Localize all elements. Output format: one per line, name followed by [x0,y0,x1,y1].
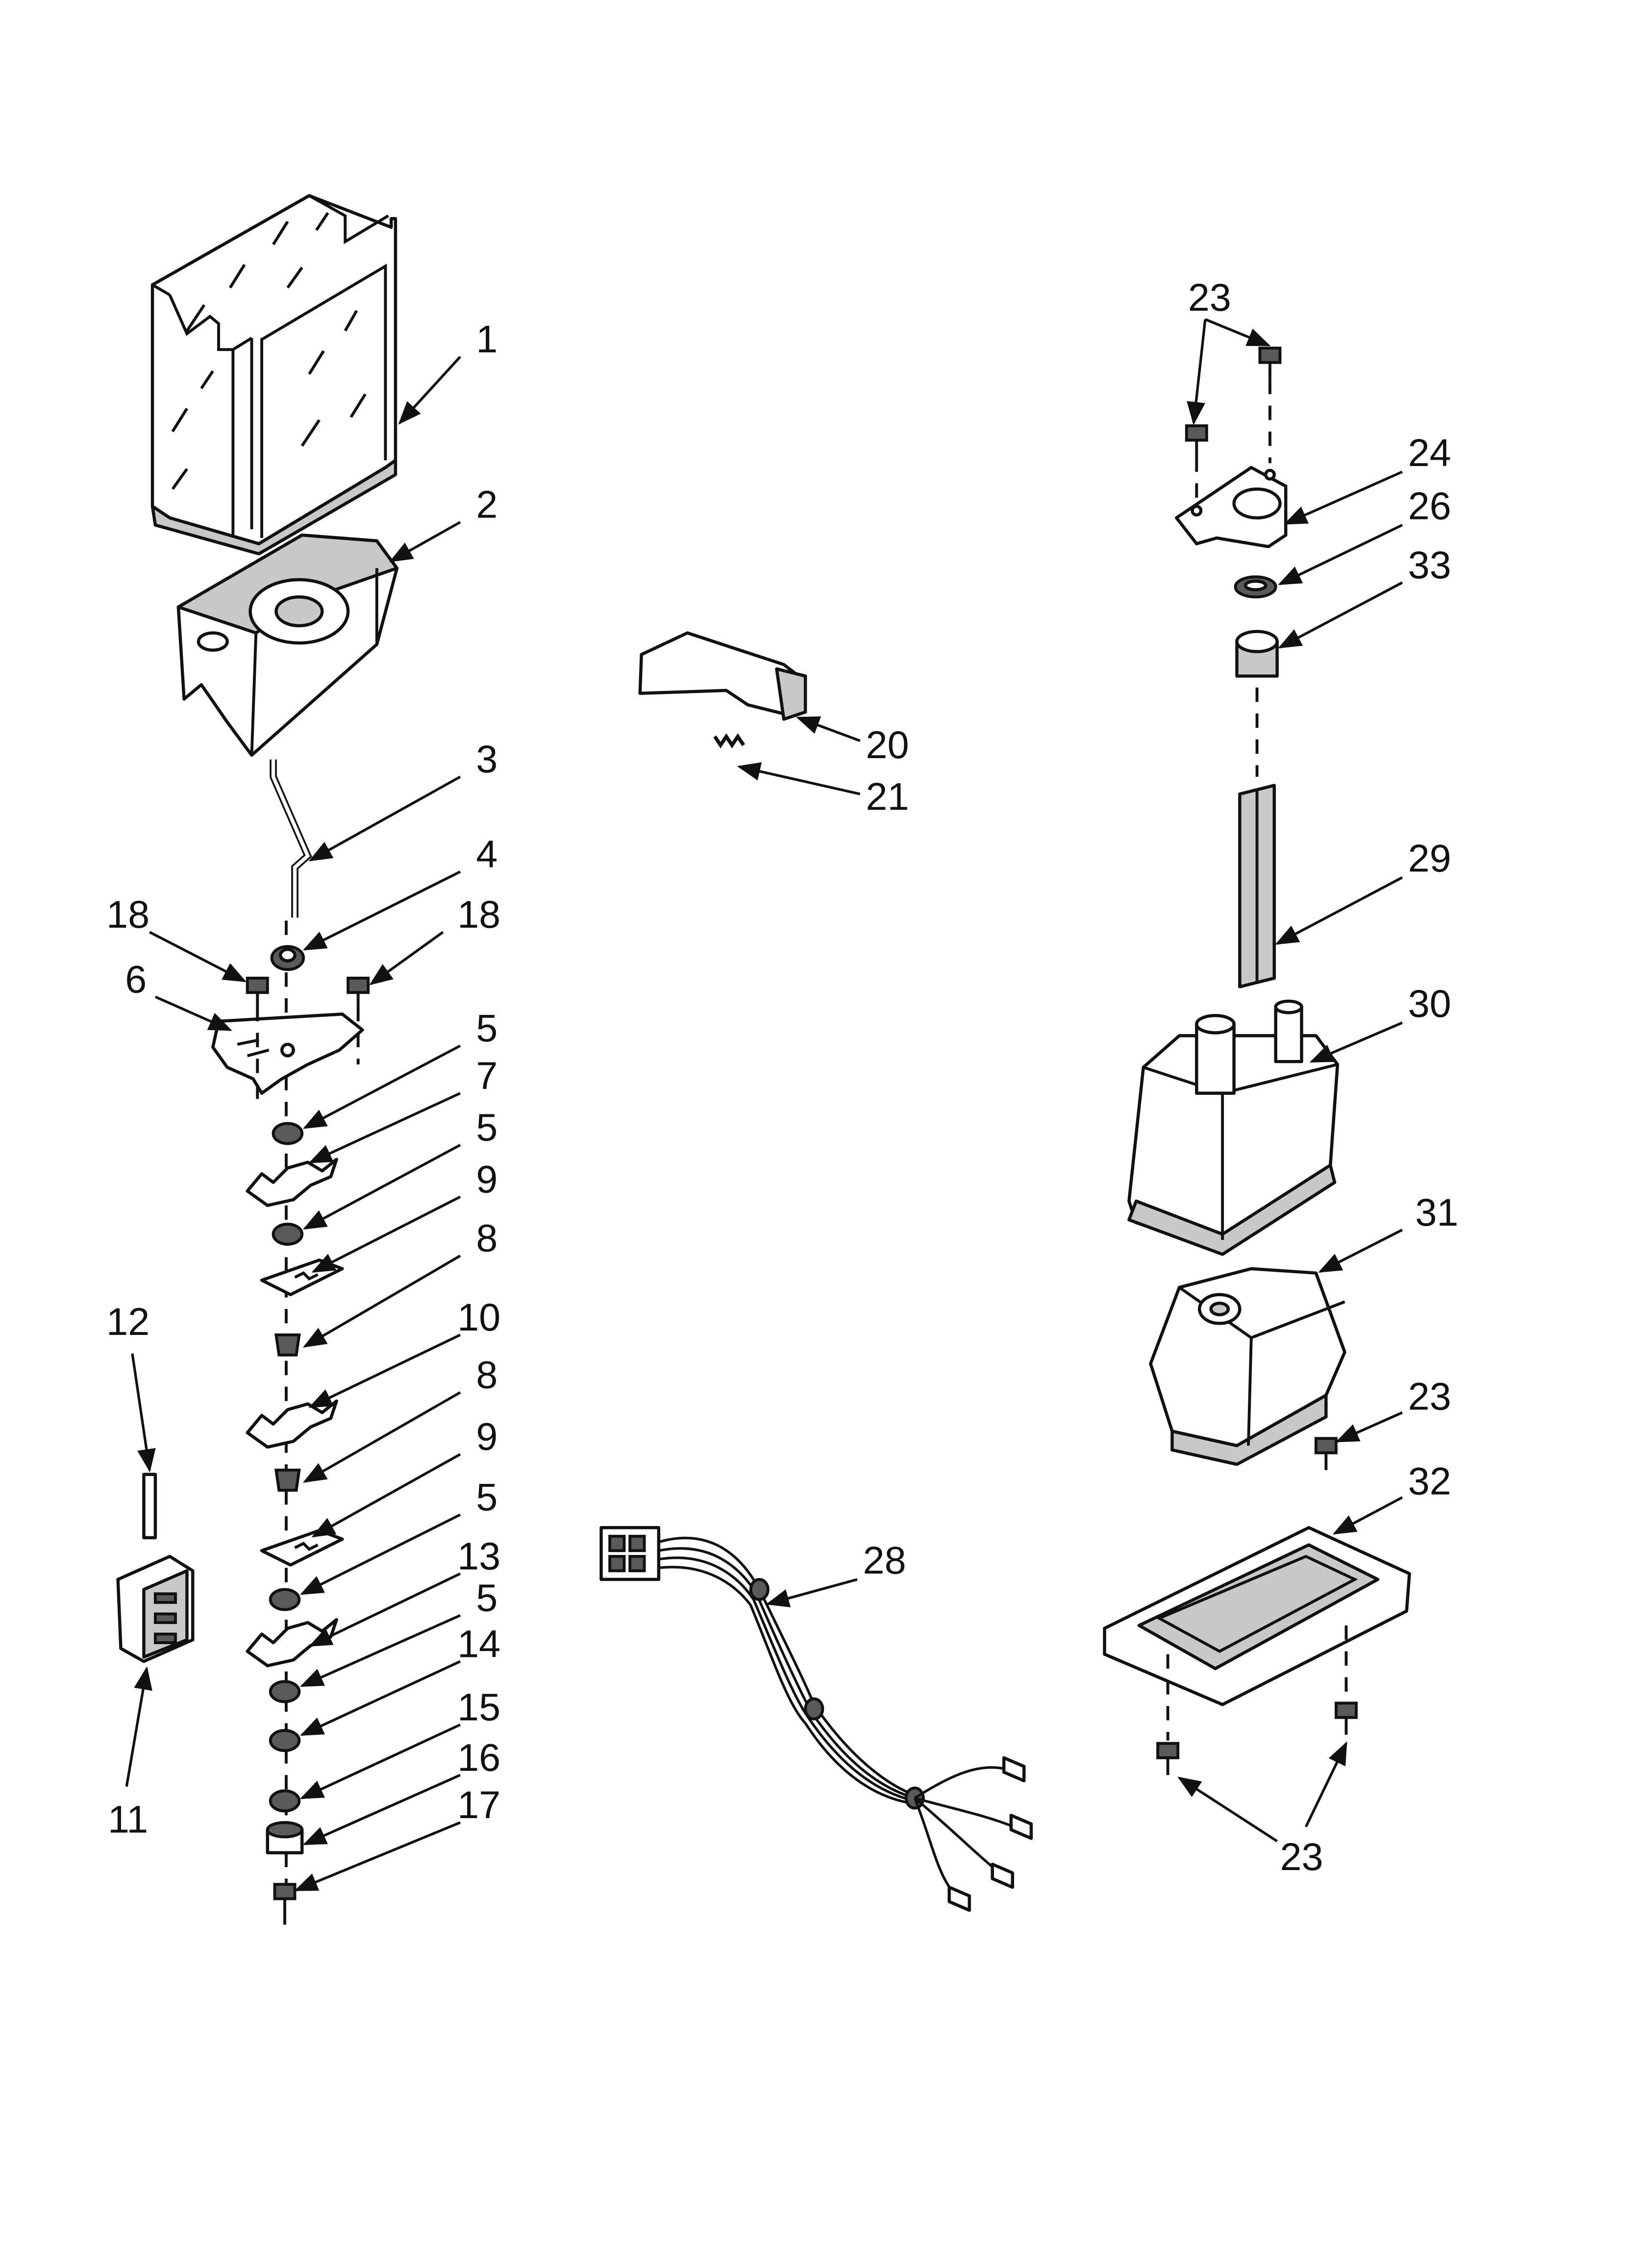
part-11-block [116,1554,195,1663]
label-5-b: 5 [476,1106,497,1149]
part-21-spring [713,733,746,749]
label-26: 26 [1408,484,1451,528]
label-10: 10 [457,1295,500,1339]
label-28: 28 [863,1538,906,1582]
auger-housing [176,533,399,757]
label-12: 12 [106,1300,149,1343]
label-1: 1 [476,317,497,361]
screw-23-top-left [1185,424,1208,458]
label-8-a: 8 [476,1216,497,1260]
label-8-b: 8 [476,1353,497,1396]
label-29: 29 [1408,837,1451,880]
left-parts-stack [211,920,370,1925]
label-18-left: 18 [106,892,149,936]
label-18-right: 18 [457,892,500,936]
leader-lines [125,318,1403,1892]
label-32: 32 [1408,1459,1451,1503]
rod [270,759,312,918]
label-5-c: 5 [476,1475,497,1519]
part-labels: 1 2 3 4 5 7 5 9 8 10 8 9 5 13 5 14 15 16… [106,275,1458,1878]
label-9-b: 9 [476,1415,497,1458]
label-5-d: 5 [476,1576,497,1619]
screw-18-right [347,977,370,1007]
bucket-texture-lines [171,212,367,490]
screw-18-left [246,977,269,1007]
label-23-right: 23 [1408,1375,1451,1418]
label-23-top: 23 [1188,275,1231,319]
label-6: 6 [125,957,147,1001]
label-3: 3 [476,737,497,781]
label-7: 7 [476,1054,497,1097]
label-5-a: 5 [476,1006,497,1050]
label-2: 2 [476,483,497,526]
label-13: 13 [457,1534,500,1578]
screw-23-top-right [1258,346,1282,380]
label-20: 20 [866,723,909,766]
label-23-bottom: 23 [1280,1835,1323,1878]
label-24: 24 [1408,431,1451,474]
label-9-a: 9 [476,1157,497,1201]
ice-bucket [150,194,398,556]
label-33: 33 [1408,543,1451,587]
label-4: 4 [476,832,497,876]
label-16: 16 [457,1735,500,1779]
label-14: 14 [457,1622,500,1665]
screw-23-bottom-left [1156,1742,1180,1775]
label-15: 15 [457,1685,500,1729]
part-20-bracket [638,631,807,721]
label-21: 21 [866,775,909,818]
label-11: 11 [108,1797,148,1841]
wire-harness [599,1526,1033,1912]
right-parts-stack [1103,346,1411,1775]
label-30: 30 [1408,982,1451,1025]
label-17: 17 [457,1783,500,1826]
part-12-pin [142,1473,157,1539]
screw-23-right [1314,1437,1338,1470]
label-31: 31 [1415,1190,1458,1234]
screw-23-bottom-right [1335,1701,1358,1735]
